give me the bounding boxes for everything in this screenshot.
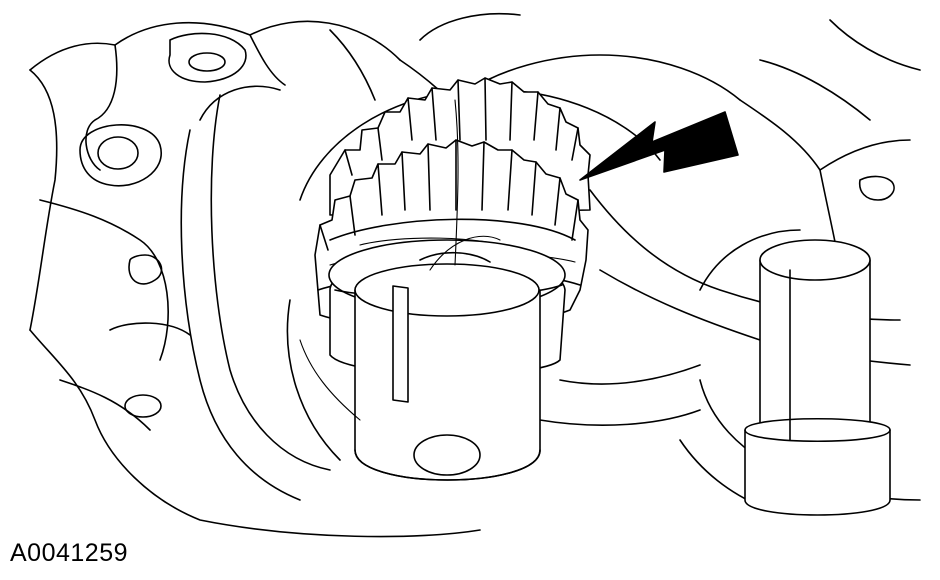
housing-outline <box>29 12 741 538</box>
drive-shaft <box>299 99 541 481</box>
boss-cylinder <box>744 239 891 516</box>
figure-id-label: A0041259 <box>10 539 129 567</box>
callout-arrow <box>579 111 739 181</box>
oil-pump-gear-illustration <box>29 12 921 538</box>
